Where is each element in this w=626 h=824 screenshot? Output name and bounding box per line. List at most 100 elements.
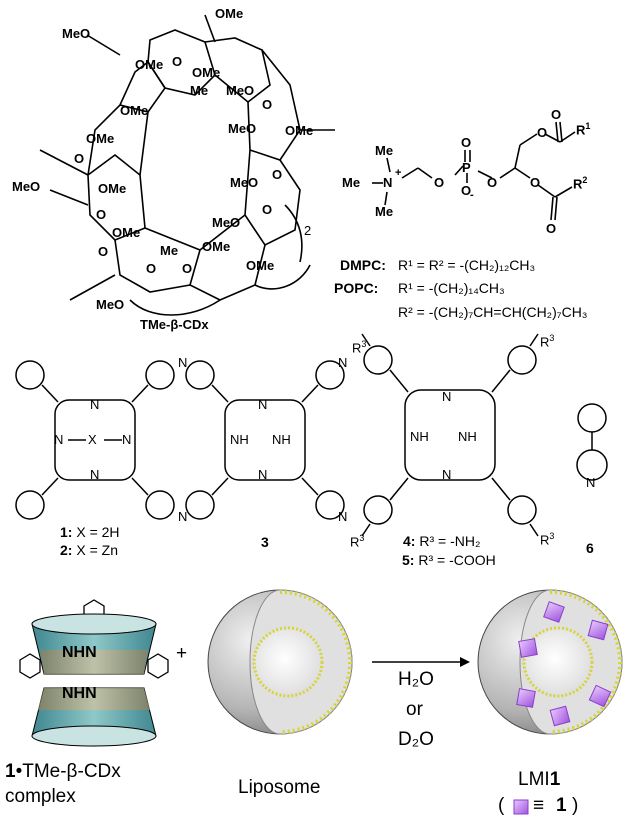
- condition-or: or: [406, 700, 423, 720]
- cd-o-5: O: [96, 208, 107, 222]
- p45-r3-1: R3: [352, 340, 367, 356]
- p45-nh-left: NH: [410, 430, 429, 444]
- lipid-nitrogen: N: [383, 176, 393, 190]
- p3-pyridine-n-2: N: [338, 356, 348, 370]
- p3-nh-left: NH: [230, 433, 249, 447]
- lipid-me-top: Me: [375, 144, 394, 158]
- cd-o-4: O: [272, 168, 283, 182]
- compound-1-label: 1: X = 2H: [60, 525, 120, 540]
- cd-ome-2: OMe: [135, 58, 164, 72]
- compound-6: [576, 403, 608, 481]
- lipid-o-5: O: [551, 108, 562, 122]
- p12-x: X: [88, 433, 97, 447]
- cd-o-9: O: [182, 262, 193, 276]
- p45-r3-2: R3: [540, 334, 555, 350]
- p12-n-left: N: [54, 433, 64, 447]
- cd-o-2: O: [262, 98, 273, 112]
- cd-ome-4: OMe: [120, 104, 149, 118]
- cyclodextrin-labels: OMe MeO O OMe OMe Me MeO OMe O OMe MeO O…: [12, 7, 314, 331]
- cd-ome-9: OMe: [202, 240, 231, 254]
- p12-n-bottom: N: [90, 468, 100, 482]
- cd-repeat: 2: [304, 224, 312, 238]
- compound-5-label: 5: R³ = -COOH: [402, 553, 496, 568]
- liposome-label: Liposome: [238, 778, 321, 798]
- legend-close-paren: ): [572, 796, 579, 816]
- lipid-o-minus: O: [461, 184, 472, 198]
- complex-nhn-top: NHN: [62, 645, 97, 661]
- cd-me-2: Me: [160, 244, 179, 258]
- cd-meo-1: MeO: [62, 27, 91, 41]
- condition-d2o: D₂O: [398, 730, 434, 750]
- cyclodextrin-structure: [39, 14, 335, 316]
- lipid-me-bottom: Me: [375, 205, 394, 219]
- legend-equiv: ≡: [533, 796, 545, 816]
- cd-ome-6: OMe: [285, 124, 314, 138]
- complex-label-line2: complex: [5, 787, 76, 807]
- dmpc-definition: R¹ = R² = -(CH₂)₁₂CH₃: [398, 258, 536, 273]
- legend-porphyrin-square: [513, 799, 529, 815]
- p45-r3-4: R3: [540, 532, 555, 548]
- compound-3-label: 3: [261, 535, 269, 550]
- legend-num: 1: [556, 796, 567, 816]
- lipid-o-2: O: [461, 136, 472, 150]
- cd-meo-3: MeO: [228, 122, 257, 136]
- p45-r3-3: R3: [350, 534, 365, 550]
- p45-nh-right: NH: [458, 430, 477, 444]
- compound-6-label: 6: [586, 541, 594, 556]
- cd-meo-6: MeO: [212, 216, 241, 230]
- cd-o-7: O: [98, 245, 109, 259]
- cd-ome-1: OMe: [215, 7, 244, 21]
- cd-ome-8: OMe: [112, 226, 141, 240]
- reaction-arrow: [372, 657, 470, 667]
- liposome-illustration: [207, 589, 353, 735]
- lipid-r1: R1: [576, 122, 591, 138]
- popc-label: POPC:: [334, 281, 379, 296]
- lipid-charge-plus: +: [395, 168, 402, 179]
- p12-n-top: N: [90, 398, 100, 412]
- p3-pyridine-n-1: N: [178, 356, 188, 370]
- lipid-charge-minus: -: [470, 190, 474, 201]
- dmpc-label: DMPC:: [340, 258, 386, 273]
- complex-illustration: NHN NHN: [19, 599, 169, 747]
- lipid-me-left: Me: [342, 176, 361, 190]
- p3-pyridine-n-4: N: [338, 510, 348, 524]
- cd-meo-2: MeO: [226, 84, 255, 98]
- porphyrin-4-5: [361, 333, 539, 537]
- compound-2-label: 2: X = Zn: [60, 543, 118, 558]
- c6-n: N: [586, 476, 596, 490]
- p45-n-bottom: N: [442, 468, 452, 482]
- phospholipid-structure: [372, 121, 576, 221]
- porphyrin-1-2: [15, 360, 175, 520]
- plus-sign: +: [176, 644, 188, 664]
- cd-o-3: O: [74, 152, 85, 166]
- lipid-phosphorus: P: [462, 161, 471, 175]
- legend-open-paren: (: [498, 796, 505, 816]
- cd-meo-5: MeO: [230, 176, 259, 190]
- p12-n-right: N: [122, 433, 132, 447]
- cd-o-6: O: [262, 203, 273, 217]
- porphyrin-3: [185, 360, 345, 520]
- cd-o-1: O: [172, 55, 183, 69]
- cd-ome-10: OMe: [246, 259, 275, 273]
- complex-nhn-bottom: NHN: [62, 686, 97, 702]
- cd-ome-7: OMe: [98, 182, 127, 196]
- lmi1-label: LMI1: [518, 770, 561, 790]
- cd-meo-4: MeO: [12, 180, 41, 194]
- lipid-o-7: O: [546, 222, 557, 236]
- lipid-r2: R2: [573, 176, 588, 192]
- complex-label: 1•TMe-β-CDx: [5, 762, 121, 782]
- condition-h2o: H₂O: [398, 670, 434, 690]
- lipid-o-1: O: [434, 176, 445, 190]
- cd-ome-5: OMe: [86, 132, 115, 146]
- lipid-o-4: O: [537, 126, 548, 140]
- lipid-o-6: O: [530, 176, 541, 190]
- p3-n-bottom: N: [258, 468, 268, 482]
- cd-meo-7: MeO: [96, 298, 125, 312]
- cd-o-8: O: [146, 262, 157, 276]
- p3-pyridine-n-3: N: [178, 510, 188, 524]
- cd-ome-3: OMe: [192, 66, 221, 80]
- p3-nh-right: NH: [272, 433, 291, 447]
- p3-n-top: N: [258, 398, 268, 412]
- legend: ( ≡ 1 ): [498, 796, 579, 816]
